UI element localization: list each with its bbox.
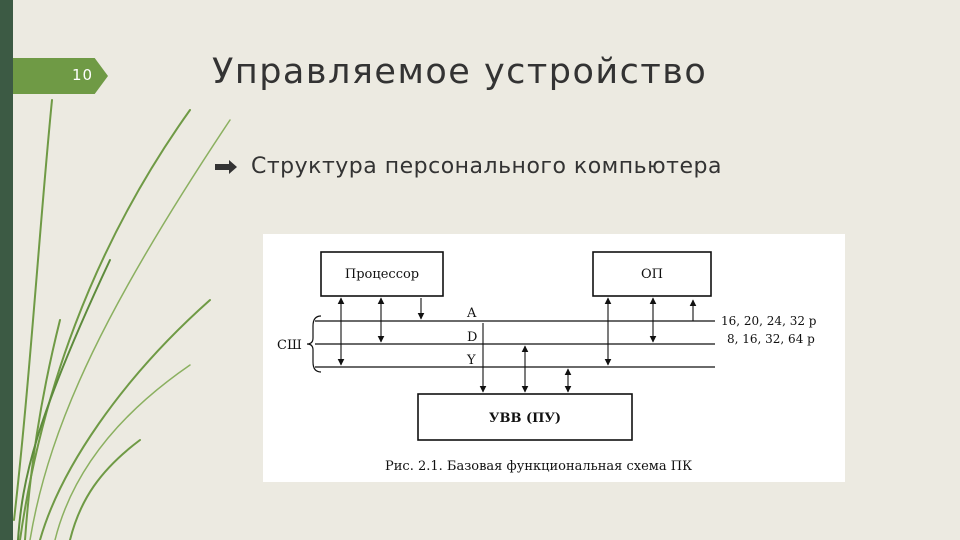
bus-label-y: Y [466, 353, 476, 368]
bus-label: СШ [277, 338, 302, 353]
io-label: УВВ (ПУ) [489, 411, 561, 426]
processor-box [320, 251, 444, 297]
grass-decoration [13, 99, 231, 540]
memory-box [592, 251, 712, 297]
io-box [417, 393, 633, 441]
bus-label-a: A [466, 306, 477, 321]
memory-label: ОП [641, 267, 663, 282]
processor-label: Процессор [345, 267, 419, 282]
data-widths: 8, 16, 32, 64 р [727, 332, 815, 346]
bus-brace [306, 315, 322, 373]
bullet-text: Структура персонального компьютера [251, 154, 722, 179]
slide-number-tab [13, 58, 108, 94]
arrow-bullet-icon [215, 159, 237, 174]
left-accent-bar [0, 0, 13, 540]
figure-caption: Рис. 2.1. Базовая функциональная схема П… [385, 459, 692, 474]
bus-label-d: D [467, 330, 477, 345]
slide-number: 10 [72, 66, 94, 84]
pc-structure-diagram: Процессор ОП УВВ (ПУ) A D Y СШ 16, 20, 2… [263, 234, 845, 482]
address-widths: 16, 20, 24, 32 р [721, 314, 817, 328]
slide-title: Управляемое устройство [212, 52, 708, 92]
bullet-item: Структура персонального компьютера [215, 154, 722, 179]
